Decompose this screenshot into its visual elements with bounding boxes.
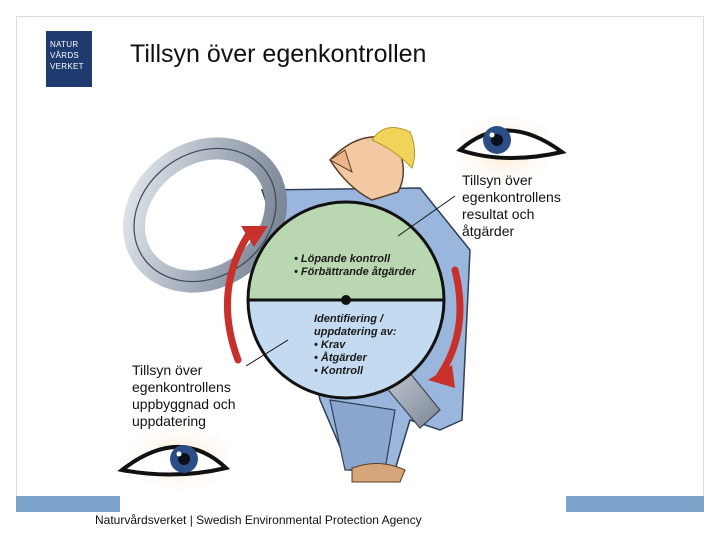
left-label: Tillsyn över egenkontrollens uppbyggnad … <box>132 362 236 430</box>
bullet-atgarder: • Åtgärder <box>314 352 367 364</box>
left-label-line-2: egenkontrollens <box>132 379 231 395</box>
person-hair <box>371 127 416 169</box>
left-label-line-3: uppbyggnad och <box>132 396 236 412</box>
line-uppdatering: uppdatering av: <box>314 326 397 338</box>
pointer-right <box>397 195 456 237</box>
bullet-lopande-kontroll: • Löpande kontroll <box>294 253 391 265</box>
right-label-line-2: egenkontrollens <box>462 189 561 205</box>
slide-title: Tillsyn över egenkontrollen <box>130 40 427 68</box>
logo-line-1: NATUR <box>50 40 79 49</box>
person-head <box>329 136 404 201</box>
right-label-line-3: resultat och <box>462 206 535 222</box>
person-nose <box>329 149 353 174</box>
naturvardsverket-logo: NATUR VÅRDS VERKET <box>46 31 92 87</box>
right-label-line-1: Tillsyn över <box>462 172 533 188</box>
line-identifiering: Identifiering / <box>314 313 384 325</box>
circle-top-half <box>248 202 444 300</box>
circle-top-text: • Löpande kontroll • Förbättrande åtgärd… <box>294 253 416 279</box>
logo-line-2: VÅRDS <box>50 51 80 60</box>
circle-bottom-half <box>248 300 444 398</box>
red-arrow-left <box>223 228 254 364</box>
pointer-left <box>245 339 289 367</box>
person-shoe <box>351 463 406 483</box>
person-leg <box>329 399 396 471</box>
left-label-line-1: Tillsyn över <box>132 362 203 378</box>
red-arrow-right <box>436 266 464 379</box>
left-label-line-4: uppdatering <box>132 413 206 429</box>
bullet-forbattrande-atgarder: • Förbättrande åtgärder <box>294 266 416 278</box>
right-label: Tillsyn över egenkontrollens resultat oc… <box>462 172 561 240</box>
footer-bar-gap <box>120 496 566 512</box>
footer-text: Naturvårdsverket | Swedish Environmental… <box>95 513 422 527</box>
bullet-krav: • Krav <box>314 339 346 351</box>
circle-bottom-text: Identifiering / uppdatering av: • Krav •… <box>314 313 397 378</box>
bullet-kontroll: • Kontroll <box>314 365 364 377</box>
logo-line-3: VERKET <box>50 62 84 71</box>
right-label-line-4: åtgärder <box>462 223 515 239</box>
